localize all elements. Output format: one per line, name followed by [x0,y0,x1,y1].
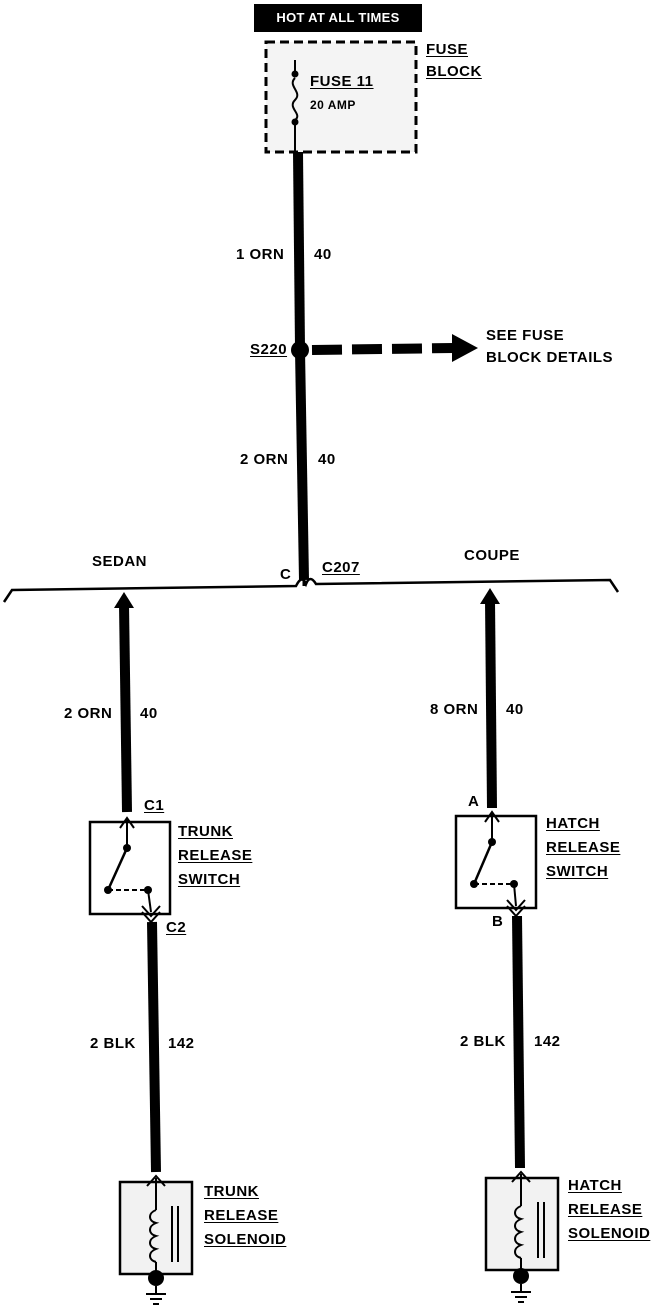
trunk-ground-icon [146,1286,166,1305]
wire-trunk-blk [147,921,161,1173]
wire-2-gauge-color: 2 ORN [240,451,289,468]
trunk-switch-label-line2: RELEASE [178,847,253,864]
variant-sedan-label: SEDAN [92,553,148,570]
hatch-ground-dot [513,1268,529,1284]
trunk-switch-icon [104,816,161,924]
wire-5-gauge-color: 2 BLK [90,1035,136,1052]
fuse-block-label-line2: BLOCK [426,63,482,80]
wire-hatch-blk [512,915,525,1169]
trunk-switch-pin-bottom: C2 [166,919,187,936]
wire-2-circuit: 40 [318,451,336,468]
wire-5-circuit: 142 [168,1035,195,1052]
trunk-switch-label-line1: TRUNK [178,823,233,840]
wire-4-gauge-color: 8 ORN [430,701,479,718]
reference-arrowhead-icon [452,334,478,362]
hatch-switch-icon [470,810,526,918]
hatch-switch-pin-top: A [468,793,480,810]
wire-1-gauge-color: 1 ORN [236,246,285,263]
wire-3-gauge-color: 2 ORN [64,705,113,722]
variant-coupe-label: COUPE [464,547,520,564]
wire-1-circuit: 40 [314,246,332,263]
hatch-ground-icon [511,1284,531,1303]
hatch-solenoid-coil-icon [511,1170,545,1272]
hatch-switch-label-line2: RELEASE [546,839,621,856]
fuse-rating: 20 AMP [310,98,356,112]
trunk-solenoid-label-line3: SOLENOID [204,1231,287,1248]
fuse-block-box [264,40,418,154]
trunk-solenoid-label-line2: RELEASE [204,1207,279,1224]
connector-c207-line [2,577,620,603]
hot-at-all-times-banner: HOT AT ALL TIMES [254,4,422,32]
fuse-icon [291,60,299,152]
trunk-switch-box [88,820,172,916]
fuse-block-label-line1: FUSE [426,41,469,58]
wire-6-gauge-color: 2 BLK [460,1033,506,1050]
trunk-switch-label-line3: SWITCH [178,871,241,888]
splice-name: S220 [250,341,288,358]
wire-main-lower [295,349,309,581]
wire-3-circuit: 40 [140,705,158,722]
hatch-switch-label-line3: SWITCH [546,863,609,880]
trunk-ground-dot [148,1270,164,1286]
wire-4-circuit: 40 [506,701,524,718]
splice-note-line1: SEE FUSE [486,327,565,344]
trunk-solenoid-label-line1: TRUNK [204,1183,259,1200]
connector-name: C207 [322,559,360,576]
splice-note-line2: BLOCK DETAILS [486,349,614,366]
reference-arrow-line [311,343,455,355]
fuse-name: FUSE 11 [310,73,374,90]
hatch-switch-box [454,814,538,910]
wire-6-circuit: 142 [534,1033,561,1050]
trunk-switch-pin-top: C1 [144,797,165,814]
hatch-switch-pin-bottom: B [492,913,504,930]
connector-pin: C [280,566,292,583]
hatch-solenoid-label-line3: SOLENOID [568,1225,651,1242]
hatch-switch-label-line1: HATCH [546,815,600,832]
wire-coupe-orn [485,599,497,809]
wire-sedan-orn [119,603,132,813]
wire-main-top [293,151,305,349]
trunk-solenoid-coil-icon [146,1174,179,1276]
hatch-solenoid-label-line2: RELEASE [568,1201,643,1218]
hatch-solenoid-label-line1: HATCH [568,1177,622,1194]
